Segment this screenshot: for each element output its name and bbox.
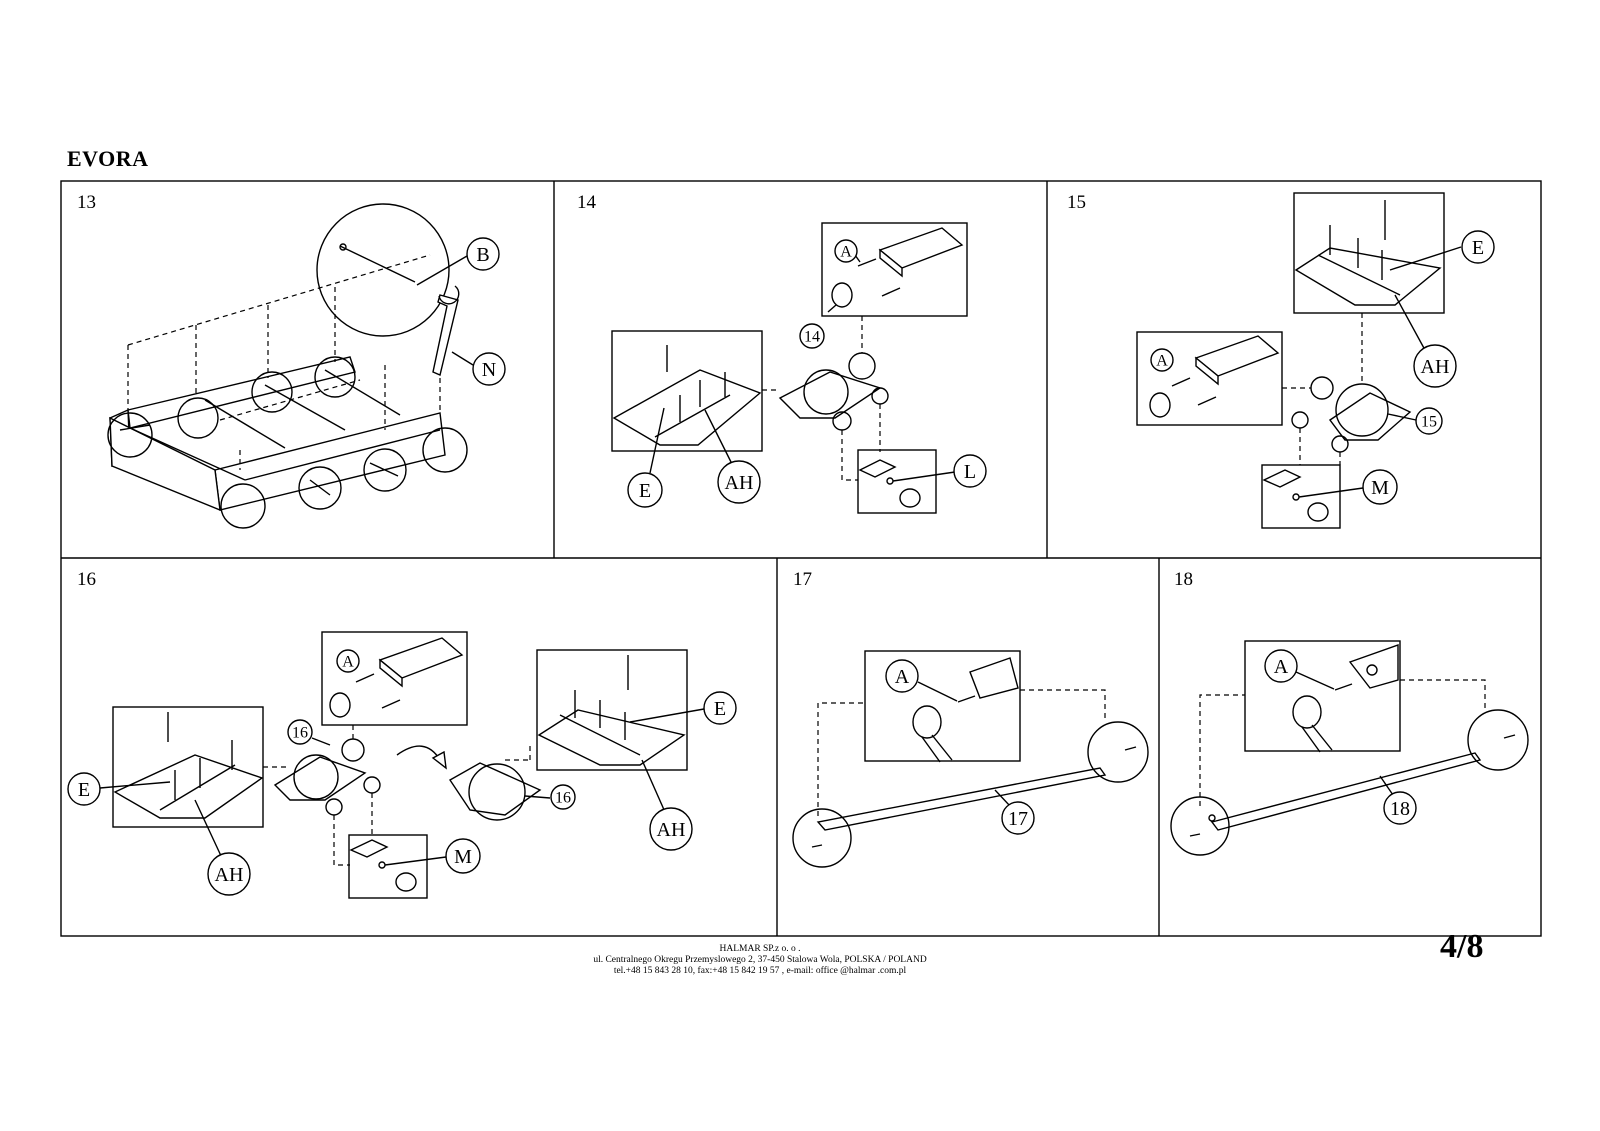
- document-title: EVORA: [67, 146, 149, 171]
- step-17-panel: 17 A 17: [792, 569, 1149, 868]
- callout-AH: AH: [1394, 294, 1457, 388]
- callout-label: 16: [555, 790, 571, 807]
- callout-label: A: [840, 244, 852, 261]
- callout-label: N: [482, 359, 496, 381]
- detail-box-assembly: [611, 330, 763, 452]
- callout-label: 14: [804, 329, 820, 346]
- callout-B: B: [416, 237, 500, 286]
- callout-A: A: [1264, 649, 1335, 690]
- callout-label: E: [714, 698, 726, 720]
- callout-label: 17: [1008, 808, 1028, 830]
- panel-17: [816, 767, 1107, 831]
- callout-label: A: [1274, 656, 1289, 678]
- step-number: 17: [793, 569, 812, 590]
- page-number: 4/8: [1440, 928, 1484, 965]
- callout-E: E: [1389, 230, 1495, 271]
- panel-grid: [60, 180, 1542, 937]
- callout-16a: 16: [287, 719, 331, 746]
- callout-15: 15: [1387, 407, 1443, 435]
- step-number: 16: [77, 569, 96, 590]
- callout-label: A: [342, 654, 354, 671]
- callout-18: 18: [1379, 775, 1417, 825]
- callout-label: AH: [215, 864, 244, 886]
- callout-label: M: [1371, 477, 1389, 499]
- callout-label: M: [454, 846, 472, 868]
- detail-box-dowel: [321, 631, 468, 726]
- callout-label: E: [1472, 237, 1484, 259]
- panel-18: [1210, 752, 1482, 831]
- callout-A: A: [834, 239, 861, 263]
- step-number: 13: [77, 192, 96, 213]
- step-number: 15: [1067, 192, 1086, 213]
- callout-label: A: [1156, 353, 1168, 370]
- callout-AH2: AH: [641, 759, 693, 851]
- callout-label: E: [78, 779, 90, 801]
- callout-label: 16: [292, 725, 308, 742]
- company-footer: HALMAR SP.z o. o . ul. Centralnego Okreg…: [480, 944, 1040, 977]
- callout-A: A: [336, 649, 360, 673]
- callout-label: L: [964, 461, 976, 483]
- step-13-panel: 13: [77, 192, 506, 529]
- callout-label: 18: [1390, 798, 1410, 820]
- callout-A: A: [885, 659, 958, 702]
- callout-M: M: [384, 838, 481, 874]
- callout-M: M: [1298, 469, 1398, 505]
- callout-16b: 16: [524, 784, 576, 810]
- callout-AH: AH: [194, 799, 251, 896]
- callout-label: B: [476, 244, 489, 266]
- callout-N: N: [451, 351, 506, 386]
- callout-label: A: [895, 666, 910, 688]
- callout-label: AH: [725, 472, 754, 494]
- callout-label: 15: [1421, 414, 1437, 431]
- detail-box-assembly: [536, 649, 688, 771]
- step-18-panel: 18 A 18: [1170, 569, 1529, 856]
- callout-AH: AH: [704, 409, 761, 504]
- callout-14: 14: [799, 323, 825, 349]
- step-number: 18: [1174, 569, 1193, 590]
- detail-box-dowel: [1244, 640, 1401, 752]
- callout-E2: E: [629, 691, 737, 725]
- step-15-panel: 15 E AH A: [1067, 192, 1495, 529]
- detail-box-dowel: [1136, 331, 1283, 426]
- detail-box-dowel: [821, 222, 968, 317]
- callout-label: AH: [1421, 356, 1450, 378]
- callout-E: E: [627, 407, 665, 508]
- detail-box-dowel: [864, 650, 1021, 762]
- step-number: 14: [577, 192, 597, 213]
- callout-A: A: [1150, 348, 1174, 372]
- company-contact: tel.+48 15 843 28 10, fax:+48 15 842 19 …: [613, 966, 907, 976]
- callout-L: L: [892, 454, 987, 488]
- detail-box-cam: [1261, 464, 1341, 529]
- detail-box-cam: [348, 834, 428, 899]
- callout-label: AH: [657, 819, 686, 841]
- company-name: HALMAR SP.z o. o .: [719, 944, 801, 954]
- company-address: ul. Centralnego Okregu Przemyslowego 2, …: [593, 955, 927, 965]
- callout-E: E: [67, 772, 171, 806]
- bed-frame-illustration: [107, 203, 468, 529]
- callout-17: 17: [994, 789, 1035, 835]
- callout-label: E: [639, 480, 651, 502]
- step-14-panel: 14 A E AH: [577, 192, 987, 514]
- step-16-panel: 16 E AH A: [67, 569, 737, 899]
- detail-box-cam: [857, 449, 937, 514]
